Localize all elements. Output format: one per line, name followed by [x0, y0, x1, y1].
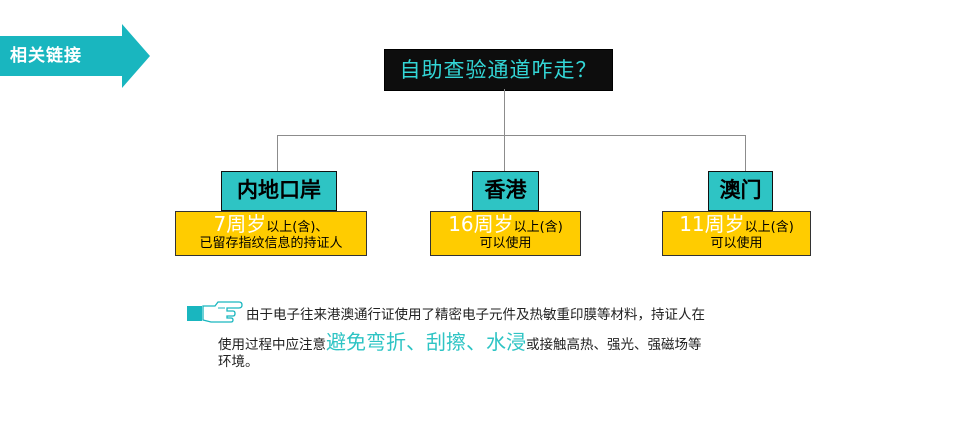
related-links-label: 相关链接	[10, 46, 82, 66]
diagram-title: 自助查验通道咋走？	[384, 49, 613, 91]
note-line3: 环境。	[218, 354, 259, 370]
mainland-rule-line2: 已留存指纹信息的持证人	[199, 236, 343, 251]
connector-bar	[277, 135, 746, 136]
mainland-rule-line1: 7周岁以上(含)、	[176, 212, 366, 236]
hongkong-rule-line2: 可以使用	[479, 236, 532, 251]
mainland-rule-text1: 以上(含)、	[266, 220, 329, 235]
usage-note: 由于电子往来港澳通行证使用了精密电子元件及热敏重印膜等材料，持证人在 使用过程中…	[218, 300, 818, 370]
connector-trunk	[504, 89, 505, 135]
macao-age: 11周岁	[679, 212, 745, 236]
hongkong-rule-box: 16周岁以上(含) 可以使用	[430, 211, 581, 256]
region-mainland-box: 内地口岸	[221, 171, 337, 211]
hongkong-rule-line1: 16周岁以上(含)	[431, 212, 580, 236]
pointing-hand-icon	[187, 301, 243, 323]
connector-middle	[504, 135, 505, 171]
note-line2-pre: 使用过程中应注意	[218, 337, 326, 353]
region-macao-box: 澳门	[708, 171, 773, 211]
hongkong-rule-text1: 以上(含)	[513, 220, 563, 235]
note-line1: 由于电子往来港澳通行证使用了精密电子元件及热敏重印膜等材料，持证人在	[246, 307, 705, 323]
connector-right	[745, 135, 746, 171]
mainland-rule-box: 7周岁以上(含)、 已留存指纹信息的持证人	[175, 211, 367, 256]
region-hongkong-box: 香港	[472, 171, 539, 211]
macao-rule-text1: 以上(含)	[744, 220, 794, 235]
macao-rule-line2: 可以使用	[710, 236, 763, 251]
note-highlight: 避免弯折、刮擦、水浸	[326, 330, 526, 354]
hongkong-age: 16周岁	[448, 212, 514, 236]
connector-left	[277, 135, 278, 171]
mainland-age: 7周岁	[213, 212, 267, 236]
related-links-tag-arrow	[0, 24, 150, 88]
macao-rule-line1: 11周岁以上(含)	[663, 212, 810, 236]
note-line2: 使用过程中应注意避免弯折、刮擦、水浸或接触高热、强光、强磁场等	[218, 330, 818, 355]
macao-rule-box: 11周岁以上(含) 可以使用	[662, 211, 811, 256]
note-line2-post: 或接触高热、强光、强磁场等	[526, 337, 702, 353]
